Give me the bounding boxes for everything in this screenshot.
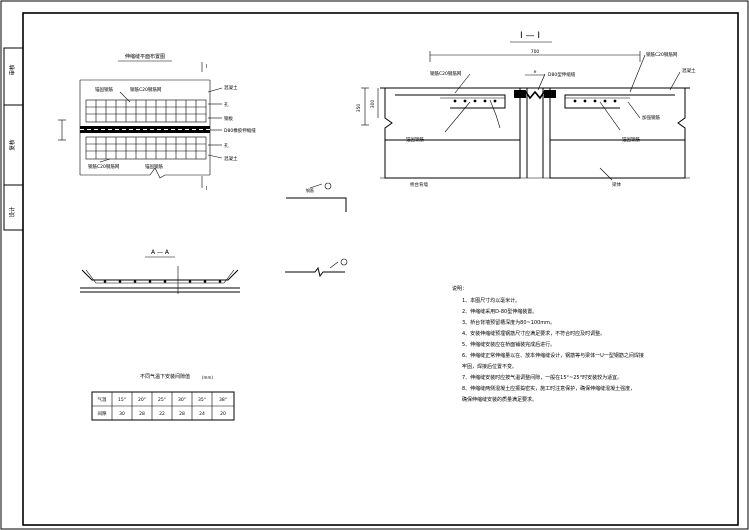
section-label-mesh-left: 钢筋C20钢筋网 xyxy=(430,70,462,77)
section-label-joint: D80型伸缩缝 xyxy=(548,71,576,78)
gap-table-cell: 30 xyxy=(119,411,125,417)
note-item: 确保伸缩缝安装的质量满足要求。 xyxy=(462,396,537,403)
notes: 说明： 1、本图尺寸均以毫米计。 2、伸缩缝采用D-80型伸缩装置。 3、桥台背… xyxy=(452,285,644,403)
title-cell-check: 复核 xyxy=(8,139,16,151)
note-item: 牢固，焊接后位置不变。 xyxy=(462,363,517,370)
section-label-abutment: 桥台背墙 xyxy=(410,181,428,188)
section-dim-total: 700 xyxy=(531,49,540,55)
gap-table-cell: 20 xyxy=(220,411,226,417)
note-item: 5、伸缩缝安装应在桥面铺装完成后进行。 xyxy=(462,341,555,348)
gap-table-cell: 24 xyxy=(199,411,205,417)
plan-label-concrete: 混凝土 xyxy=(224,84,238,91)
gap-table-header: 30° xyxy=(178,397,186,403)
title-block: 审核 复核 设计 xyxy=(3,47,24,231)
plan-label-bar-rebar: 钢筋C20钢筋网 xyxy=(130,86,162,93)
aa-view-title: A — A xyxy=(151,249,170,256)
gap-table-header: 35° xyxy=(198,397,206,403)
aa-view: A — A xyxy=(80,249,240,294)
plan-label-concrete-2: 混凝土 xyxy=(224,155,238,162)
note-item: 1、本图尺寸均以毫米计。 xyxy=(462,297,520,304)
section-dim-height-inner: 300 xyxy=(370,100,376,109)
gap-table-header: 气温 xyxy=(98,396,107,403)
gap-table: 不同气温下安装间隙值 (mm) 气温 15° 20° 25° 30° 35° 3… xyxy=(91,373,235,421)
detail-bar-straight xyxy=(285,258,348,278)
section-label-rebar-right: 加强钢筋 xyxy=(642,114,660,121)
gap-table-header: 38° xyxy=(219,397,227,403)
gap-table-cell: 28 xyxy=(139,411,145,417)
section-label-mesh-right: 钢筋C20钢筋网 xyxy=(646,51,678,58)
inner-frame xyxy=(22,12,739,526)
note-item: 7、伸缩缝安装时应按气温调整间隙，一般在15°~25°时安装较为适宜。 xyxy=(462,374,622,381)
section-view-title: I — I xyxy=(520,31,540,41)
section-mark-bottom: I xyxy=(206,186,207,192)
plan-label-hole: 孔 xyxy=(224,101,229,108)
section-label-anchor-right: 锚固钢筋 xyxy=(622,136,640,143)
note-item: 4、安装伸缩缝预埋钢筋尺寸应满足要求，不符合时应及时调整。 xyxy=(462,330,605,337)
title-cell-design: 设计 xyxy=(8,206,16,218)
gap-table-header: 15° xyxy=(118,397,126,403)
note-item: 2、伸缩缝采用D-80型伸缩装置。 xyxy=(462,308,537,315)
gap-table-title: 不同气温下安装间隙值 xyxy=(140,373,190,380)
gap-table-cell: 28 xyxy=(179,411,185,417)
plan-view-title: 伸缩缝平面布置图 xyxy=(125,53,165,60)
plan-label-mesh-rebar: 钢筋C20钢筋网 xyxy=(88,163,120,170)
detail-bar-bent: 钢筋 xyxy=(286,182,347,212)
section-label-anchor-left: 锚固钢筋 xyxy=(406,136,424,143)
plan-label-steel-strip: 钢板 xyxy=(224,115,233,122)
plan-label-hole-2: 孔 xyxy=(224,142,229,149)
section-mark-top: I xyxy=(206,64,207,70)
section-label-beam: 梁体 xyxy=(612,181,621,188)
section-dim-gap: e xyxy=(534,70,537,75)
gap-table-cell: 间隙 xyxy=(98,410,107,417)
plan-label-rubber-strip: D80橡胶伸缩缝 xyxy=(224,127,256,134)
plan-label-anchor-steel: 锚固钢筋 xyxy=(145,163,163,170)
notes-heading: 说明： xyxy=(452,285,467,292)
gap-table-unit: (mm) xyxy=(202,375,213,380)
plan-label-anchor-bar: 锚固钢筋 xyxy=(95,86,113,93)
gap-table-cell: 22 xyxy=(159,411,165,417)
title-cell-review: 审核 xyxy=(8,64,16,76)
note-item: 8、伸缩缝两侧混凝土应振捣密实，施工时注意保护，确保伸缩缝混凝土强度， xyxy=(462,385,635,392)
gap-table-header: 20° xyxy=(138,397,146,403)
note-item: 3、桥台背墙预留槽深度为80~100mm。 xyxy=(462,319,555,326)
plan-view: 伸缩缝平面布置图 I I xyxy=(58,53,256,192)
gap-table-header: 25° xyxy=(158,397,166,403)
section-view: I — I 700 e 350 300 xyxy=(356,31,696,188)
note-item: 6、伸缩缝正常伸缩量以在、放本伸缩缝设计，钢筋等与梁体一U一型钢筋之间焊接 xyxy=(462,352,644,359)
section-dim-height: 350 xyxy=(356,104,362,113)
section-label-concrete: 混凝土 xyxy=(682,67,696,74)
detail-bar-label: 钢筋 xyxy=(306,187,314,193)
